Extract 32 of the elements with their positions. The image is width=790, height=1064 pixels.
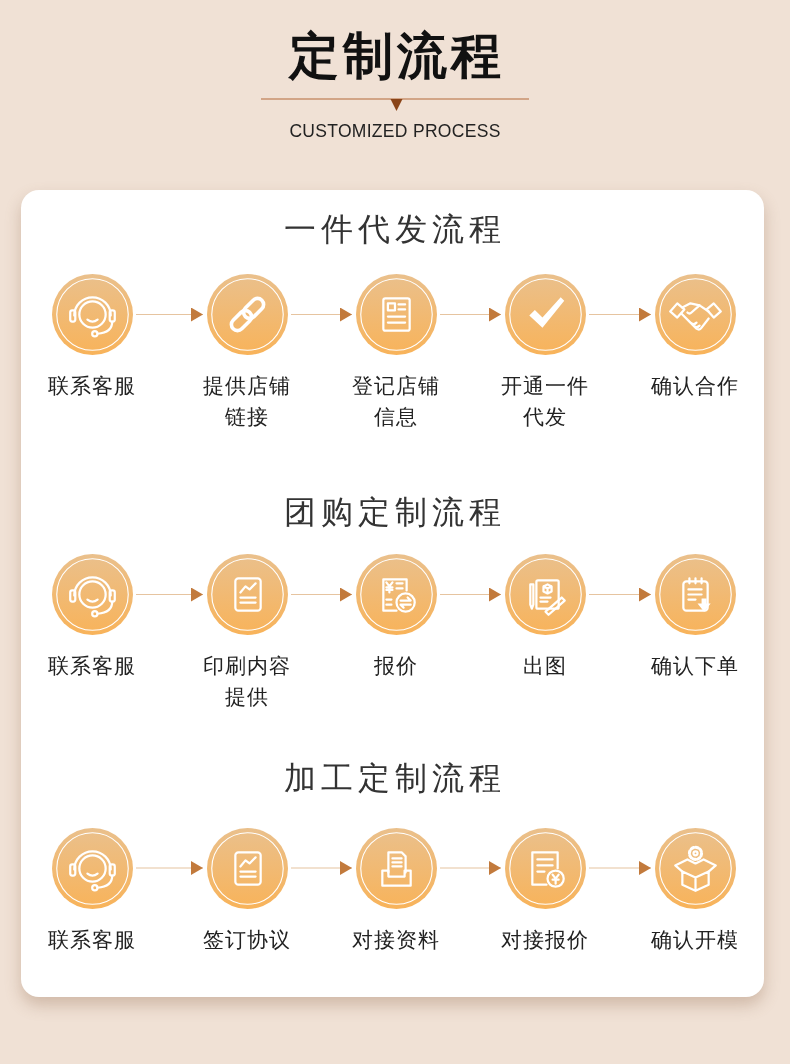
step-label: 联系客服 bbox=[48, 373, 136, 400]
arrow bbox=[588, 587, 652, 602]
arrow bbox=[588, 861, 652, 875]
step-label: 对接资料 bbox=[352, 926, 440, 954]
arrow bbox=[439, 307, 502, 322]
step-label: 确认开模 bbox=[651, 926, 739, 954]
step-label: 提供店铺链接 bbox=[202, 373, 292, 431]
step-label: 登记店铺信息 bbox=[351, 373, 441, 431]
step-label: 确认下单 bbox=[651, 653, 739, 680]
section-heading: 一件代发流程 bbox=[283, 209, 506, 249]
arrow bbox=[290, 587, 353, 602]
step-label: 联系客服 bbox=[48, 926, 136, 954]
arrow bbox=[439, 861, 502, 875]
arrow bbox=[290, 307, 353, 322]
step-label: 报价 bbox=[374, 653, 418, 680]
section-heading: 加工定制流程 bbox=[283, 758, 506, 798]
arrow bbox=[135, 861, 204, 875]
title: 定制流程 bbox=[287, 26, 505, 86]
section-heading: 团购定制流程 bbox=[283, 492, 506, 532]
arrow bbox=[135, 307, 204, 322]
arrow bbox=[439, 587, 502, 602]
arrow bbox=[290, 861, 353, 875]
step-label: 出图 bbox=[523, 653, 567, 680]
step-label: 开通一件代发 bbox=[500, 373, 590, 431]
arrow bbox=[135, 587, 204, 602]
step-label: 签订协议 bbox=[203, 926, 291, 954]
arrow bbox=[588, 307, 652, 322]
step-label: 对接报价 bbox=[501, 926, 589, 954]
step-label: 确认合作 bbox=[651, 373, 739, 400]
subtitle: CUSTOMIZED PROCESS bbox=[289, 120, 501, 143]
step-label: 印刷内容提供 bbox=[202, 653, 292, 711]
step-label: 联系客服 bbox=[48, 653, 136, 680]
